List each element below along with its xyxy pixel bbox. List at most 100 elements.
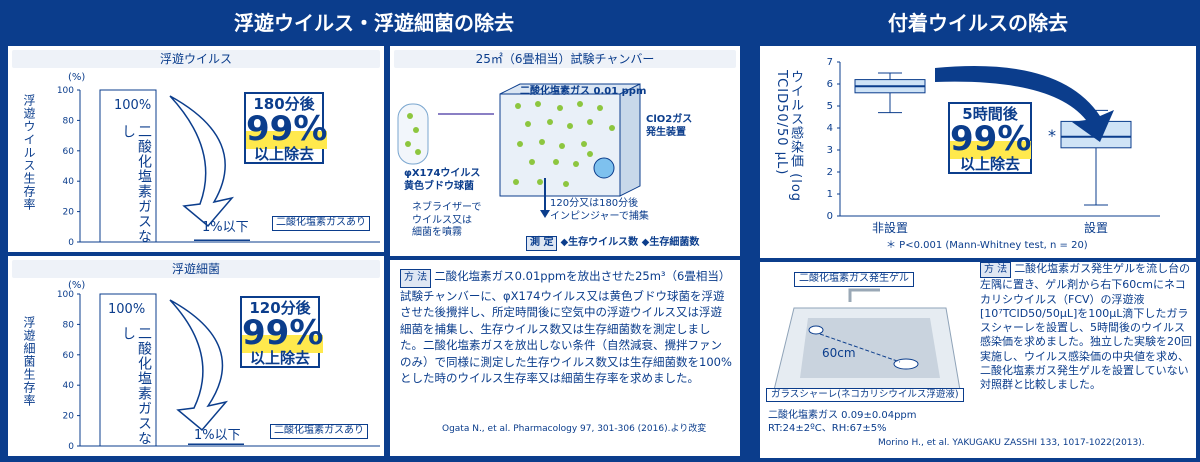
photo-method-panel: 二酸化塩素ガス発生ゲル 60cm ガラスシャーレ(ネコカリシウイルス浮遊液) 二… bbox=[760, 262, 1196, 458]
chamber-top-label: 二酸化塩素ガス 0.01 ppm bbox=[520, 86, 647, 97]
bar-without-gas bbox=[99, 293, 157, 447]
chart1-badge-time: 180分後 bbox=[253, 95, 315, 113]
method-left-text: 方 法二酸化塩素ガス0.01ppmを放出させた25m³（6畳相当）試験チャンバー… bbox=[400, 268, 732, 387]
particle bbox=[547, 119, 553, 125]
method-right-text: 方 法二酸化塩素ガス発生ゲルを流し台の左隅に置き、ゲル剤から右下60cmにネコカ… bbox=[980, 262, 1192, 393]
chart1-bar-caption: 二酸化塩素ガスなし bbox=[120, 124, 152, 244]
y-tick-label: 6 bbox=[827, 79, 833, 90]
method-left-body: 二酸化塩素ガス0.01ppmを放出させた25m³（6畳相当）試験チャンバーに、φ… bbox=[400, 269, 732, 385]
chart2-bar-label: 100% bbox=[108, 302, 146, 317]
particle bbox=[587, 151, 593, 157]
particle bbox=[535, 101, 541, 107]
y-tick-label: 100 bbox=[57, 86, 74, 96]
chamber-nebulizer: ネブライザーで ウイルス又は 細菌を噴霧 bbox=[412, 202, 482, 238]
boxplot-ylabel: ウイルス感染価 (log TCID50/50 μL) bbox=[774, 70, 803, 203]
y-tick-label: 2 bbox=[827, 167, 833, 178]
chart1-subtitle: 浮遊ウイルス bbox=[12, 50, 380, 68]
particle bbox=[557, 105, 563, 111]
chart1-ylabel: 浮遊ウイルス生存率 bbox=[22, 94, 36, 211]
particle bbox=[597, 105, 603, 111]
particle bbox=[517, 141, 523, 147]
boxplot-asterisk: * bbox=[1048, 126, 1056, 145]
chart1-badge-text: 以上除去 bbox=[253, 145, 314, 163]
chart2-small-caption: 二酸化塩素ガスあり bbox=[270, 424, 368, 439]
method-right-citation: Morino H., et al. YAKUGAKU ZASSHI 133, 1… bbox=[878, 438, 1145, 448]
measure-text: ◆生存ウイルス数 ◆生存細菌数 bbox=[560, 237, 700, 248]
right-title: 付着ウイルスの除去 bbox=[888, 11, 1068, 35]
particle bbox=[559, 143, 565, 149]
x-tick-label: 非設置 bbox=[872, 220, 908, 235]
bar-with-gas bbox=[188, 443, 244, 445]
y-tick-label: 80 bbox=[63, 116, 75, 126]
y-tick-label: 20 bbox=[63, 412, 75, 422]
boxplot-footnote: ＊ P<0.001 (Mann-Whitney test, n = 20) bbox=[886, 240, 1088, 251]
chamber-panel: 25㎡（6畳相当）試験チャンバー 二酸化塩素ガス 0.01 ppm ClO2ガス… bbox=[390, 46, 740, 256]
y-tick-label: 80 bbox=[63, 320, 75, 330]
y-tick-label: 7 bbox=[827, 57, 833, 68]
chart2-small-label: 1%以下 bbox=[194, 428, 241, 443]
chart1-unit: (%) bbox=[68, 72, 86, 83]
measure-tag: 測 定 bbox=[526, 236, 558, 251]
particle bbox=[539, 139, 545, 145]
photo-gel-label: 二酸化塩素ガス発生ゲル bbox=[794, 272, 914, 287]
photo-dish-label: ガラスシャーレ(ネコカリシウイルス浮遊液) bbox=[766, 388, 964, 402]
method-right-tag: 方 法 bbox=[980, 262, 1012, 279]
y-tick-label: 40 bbox=[63, 381, 75, 391]
y-tick-label: 0 bbox=[68, 238, 74, 248]
particle bbox=[567, 123, 573, 129]
chart1-badge: 180分後 99% 以上除去 bbox=[244, 92, 328, 164]
particle bbox=[405, 141, 411, 147]
method-left-citation: Ogata N., et al. Pharmacology 97, 301-30… bbox=[442, 424, 707, 434]
y-tick-label: 60 bbox=[63, 351, 75, 361]
y-tick-label: 0 bbox=[68, 442, 74, 452]
chart2-bar-caption: 二酸化塩素ガスなし bbox=[120, 326, 152, 446]
photo-distance: 60cm bbox=[822, 346, 856, 360]
particle bbox=[515, 103, 521, 109]
y-tick-label: 1 bbox=[827, 189, 833, 200]
photo-conditions: 二酸化塩素ガス 0.09±0.04ppm RT:24±2ºC、RH:67±5% bbox=[768, 410, 917, 434]
boxplot-badge-percent: 99% bbox=[950, 119, 1032, 159]
boxplot-badge-time: 5時間後 bbox=[962, 105, 1018, 123]
chart2-badge-percent: 99% bbox=[242, 313, 324, 353]
chart2-unit: (%) bbox=[68, 280, 86, 291]
chart1-bar-label: 100% bbox=[114, 98, 152, 113]
chamber-illustration bbox=[397, 83, 641, 218]
method-left-tag: 方 法 bbox=[400, 269, 432, 288]
particle bbox=[609, 125, 615, 131]
arrow bbox=[169, 95, 235, 228]
particle bbox=[563, 181, 569, 187]
particle bbox=[553, 159, 559, 165]
bar-without-gas bbox=[99, 89, 157, 243]
y-tick-label: 3 bbox=[827, 145, 833, 156]
bar-with-gas bbox=[194, 239, 250, 241]
left-title: 浮遊ウイルス・浮遊細菌の除去 bbox=[234, 11, 514, 35]
y-tick-label: 5 bbox=[827, 101, 833, 112]
y-tick-label: 100 bbox=[57, 290, 74, 300]
particle bbox=[513, 179, 519, 185]
particle bbox=[415, 149, 421, 155]
y-tick-label: 20 bbox=[63, 208, 75, 218]
y-tick-label: 40 bbox=[63, 177, 75, 187]
sink-illustration bbox=[773, 288, 961, 391]
boxplot-svg: 01234567非設置設置 bbox=[827, 57, 1160, 235]
chart2-badge: 120分後 99% 以上除去 bbox=[240, 296, 324, 368]
chamber-measure: 測 定◆生存ウイルス数 ◆生存細菌数 bbox=[526, 236, 699, 251]
particle bbox=[587, 119, 593, 125]
particle bbox=[525, 121, 531, 127]
arrow bbox=[169, 299, 229, 432]
x-tick-label: 設置 bbox=[1084, 220, 1108, 235]
chart2-badge-time: 120分後 bbox=[249, 299, 311, 317]
chart1-small-label: 1%以下 bbox=[202, 220, 249, 235]
chart2-badge-text: 以上除去 bbox=[249, 349, 310, 367]
particle bbox=[529, 159, 535, 165]
boxplot-badge-text: 以上除去 bbox=[959, 155, 1020, 173]
method-right-body: 二酸化塩素ガス発生ゲルを流し台の左隅に置き、ゲル剤から右下60cmにネコカリシウ… bbox=[980, 262, 1192, 392]
particle bbox=[537, 179, 543, 185]
chart2-ylabel: 浮遊細菌生存率 bbox=[22, 316, 36, 407]
particle bbox=[407, 113, 413, 119]
y-tick-label: 0 bbox=[827, 211, 833, 222]
particle bbox=[573, 161, 579, 167]
